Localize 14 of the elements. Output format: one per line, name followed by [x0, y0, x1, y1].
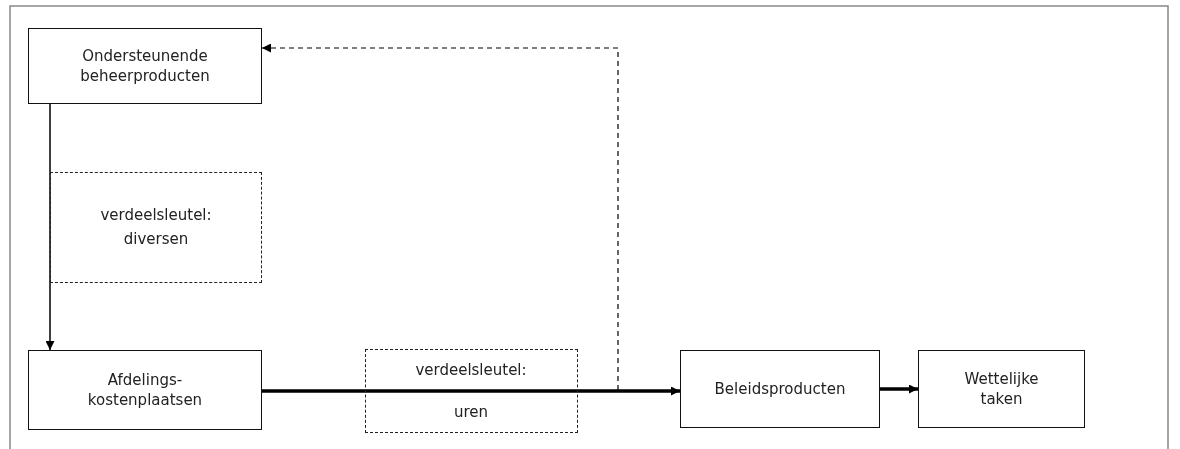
arrow: [262, 386, 680, 396]
node-label: Afdelings-kostenplaatsen: [86, 370, 204, 410]
arrow: [880, 384, 918, 394]
edge-label: verdeelsleutel: diversen: [99, 205, 213, 250]
process-box: [28, 350, 262, 430]
process-box: [680, 350, 880, 428]
node-label: Ondersteunende beheerproducten: [79, 46, 211, 86]
arrow: [45, 103, 55, 351]
node-label: Wettelijke taken: [963, 369, 1040, 409]
process-box: [28, 28, 262, 104]
node-label: Beleidsproducten: [714, 379, 846, 399]
edge-label: verdeelsleutel: uren: [414, 360, 528, 423]
process-box: [918, 350, 1085, 428]
dashed-arrow: [261, 43, 619, 391]
